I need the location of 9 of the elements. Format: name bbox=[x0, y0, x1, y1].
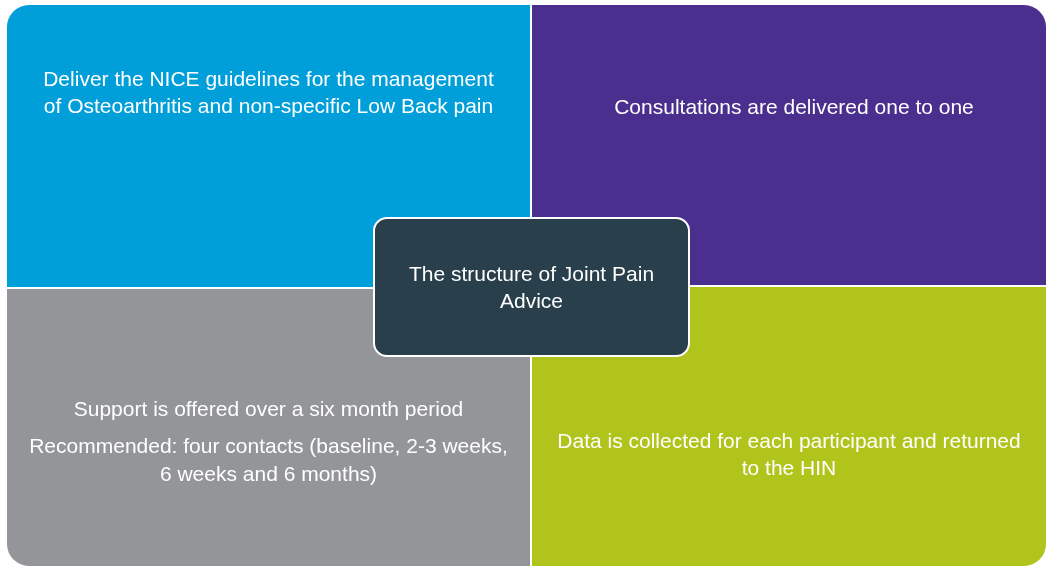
center-box bbox=[373, 217, 690, 357]
panel-text: Consultations are delivered one to one bbox=[614, 94, 974, 120]
panel-text: The structure of Joint Pain Advice bbox=[407, 260, 656, 314]
panel-text: Recommended: four contacts (baseline, 2-3 weeks, 6 weeks and 6 months) bbox=[28, 433, 509, 487]
quadrant-panel bbox=[7, 5, 530, 287]
panel-text: Support is offered over a six month period bbox=[73, 396, 464, 422]
quadrant-panel bbox=[532, 5, 1046, 285]
panel-text: Data is collected for each participant and returned to the HIN bbox=[556, 428, 1022, 482]
panel-text: Deliver the NICE guidelines for the management of Osteoarthritis and non-specific Low Back pain bbox=[42, 66, 495, 120]
